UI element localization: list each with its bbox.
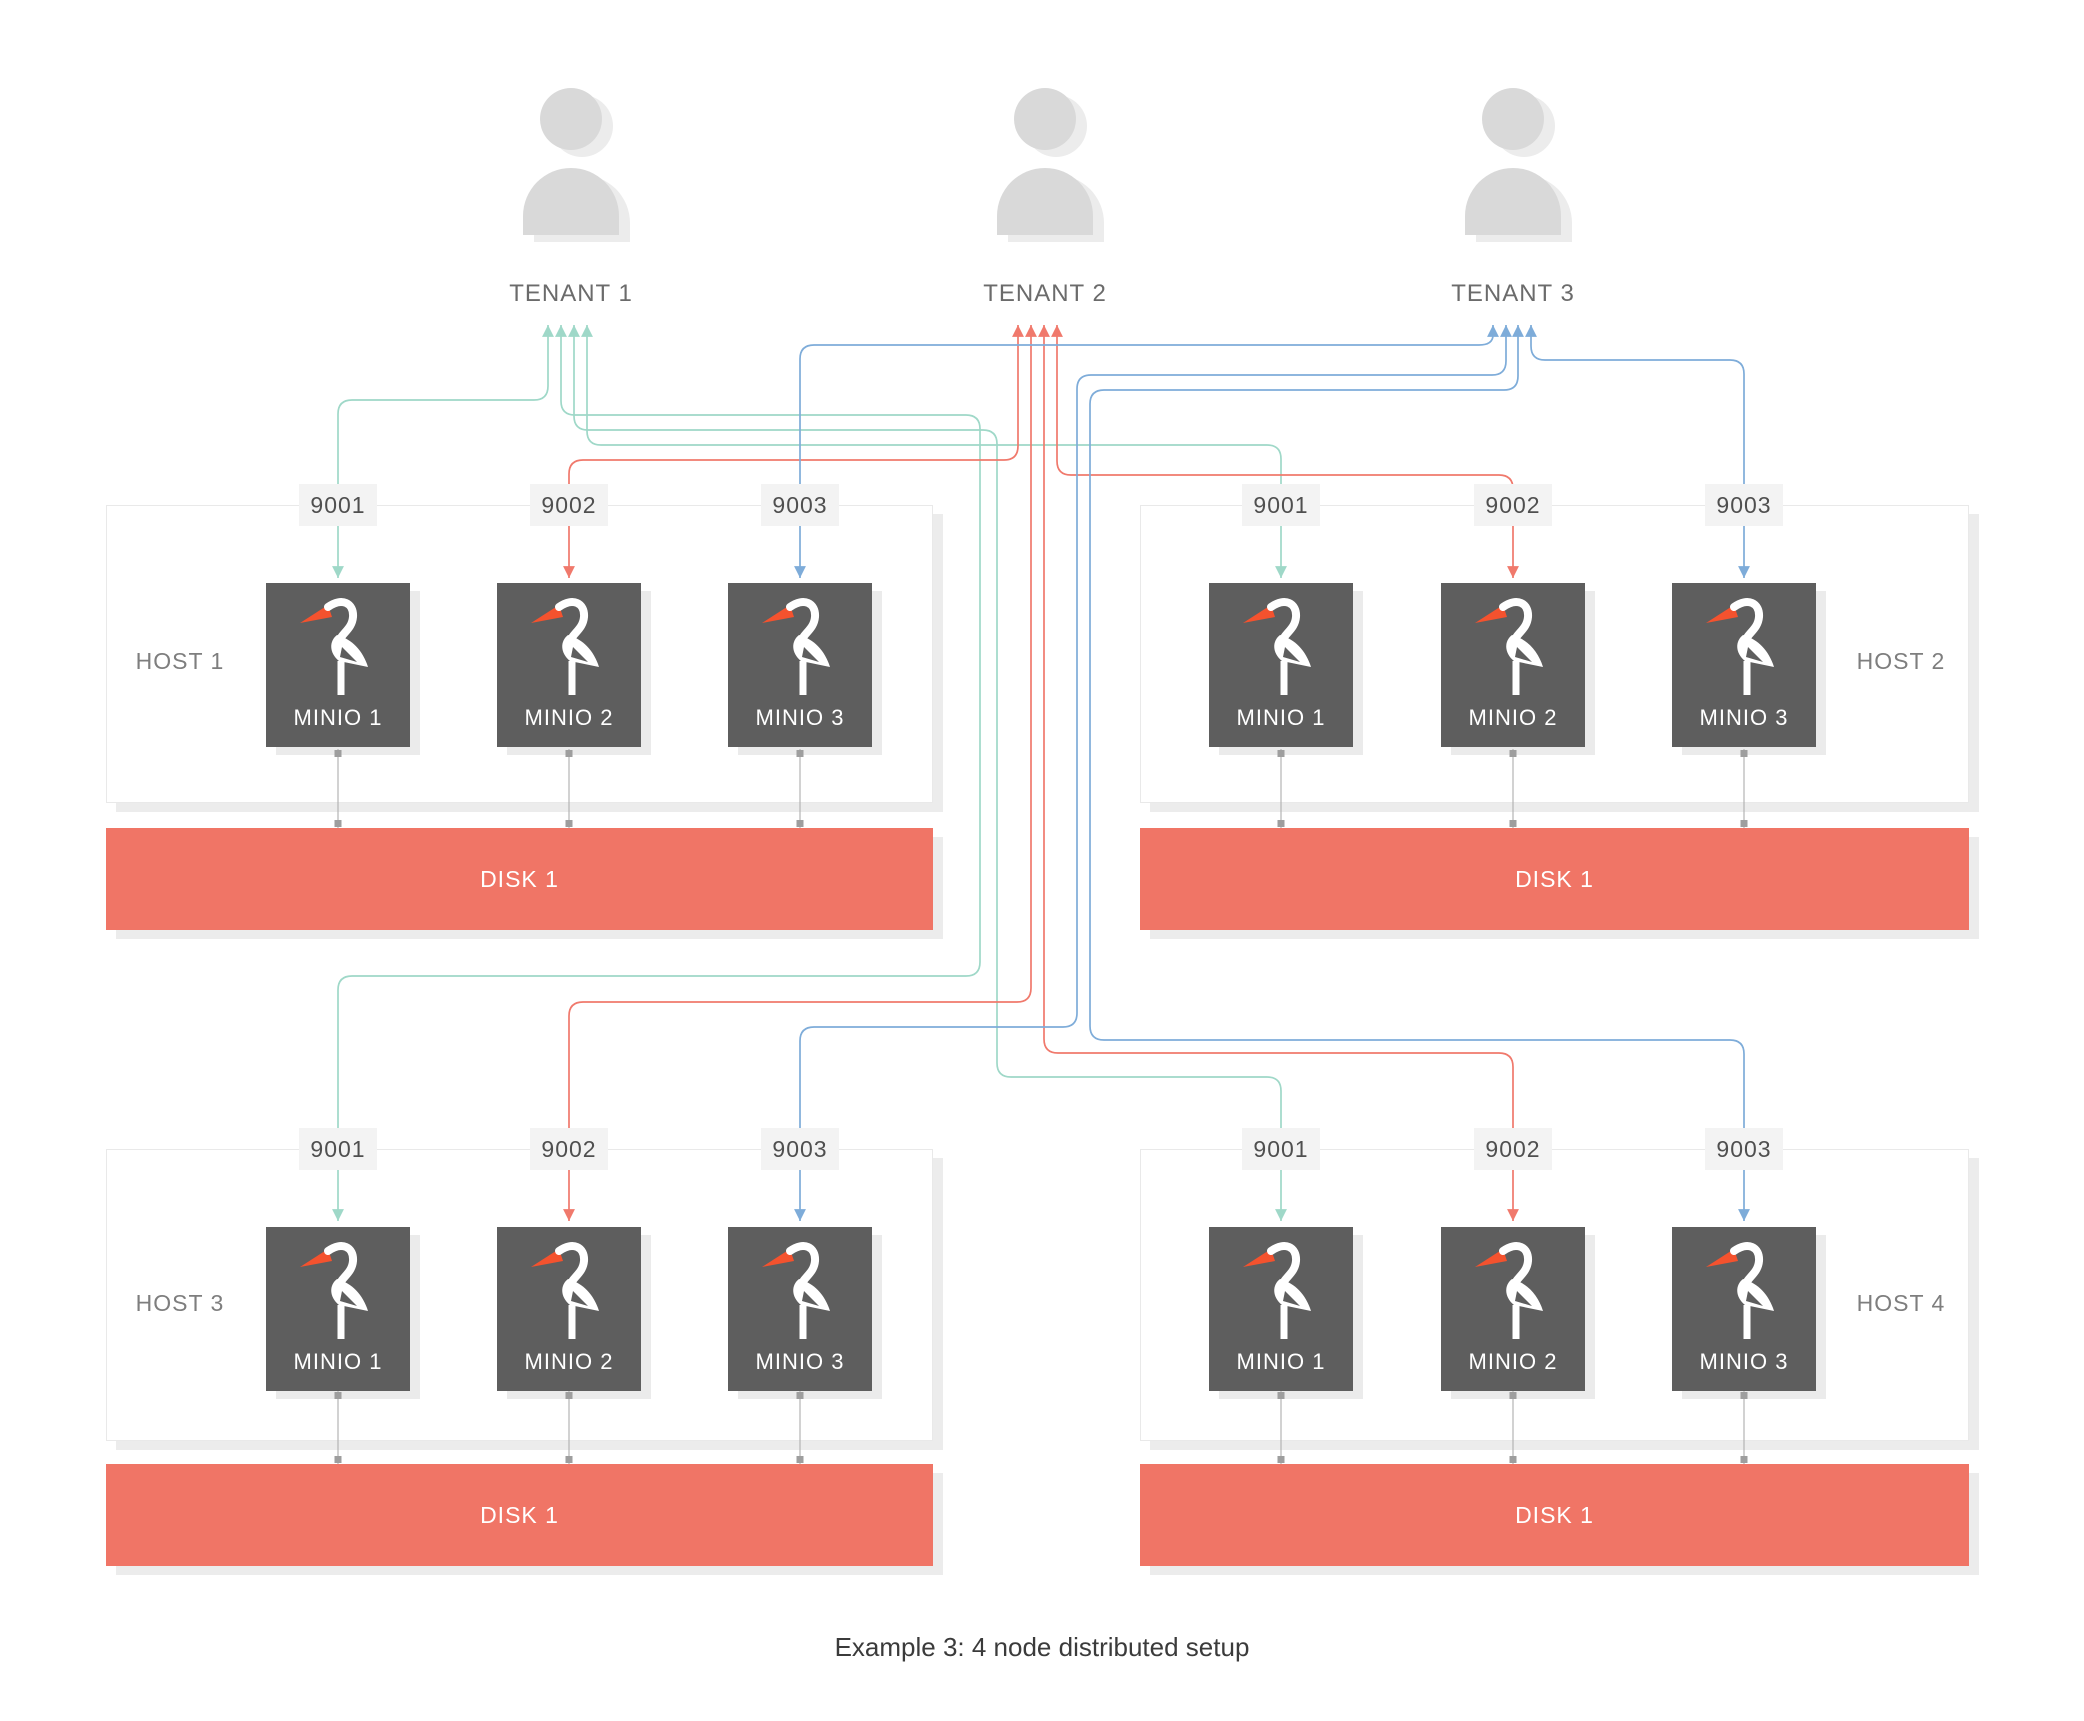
minio-bird-icon [1706,1242,1774,1339]
minio-node: MINIO 3 [1672,583,1816,747]
connector-endpoint-square [1277,1456,1285,1463]
minio-label: MINIO 3 [1699,1349,1789,1374]
minio-node: MINIO 1 [266,1227,410,1391]
port-badge: 9003 [1705,484,1783,526]
minio-node: MINIO 2 [1441,1227,1585,1391]
minio-bird-icon [1243,598,1311,695]
connector-endpoint-square [1740,1456,1748,1463]
caption: Example 3: 4 node distributed setup [834,1632,1250,1662]
minio-bird-icon [1706,598,1774,695]
minio-node: MINIO 3 [728,1227,872,1391]
disk-bar: DISK 1 [106,828,933,930]
port-badge: 9001 [1242,1128,1320,1170]
connector-endpoint-square [1509,820,1517,827]
minio-label: MINIO 1 [1236,705,1326,730]
host-label: HOST 2 [1856,648,1946,674]
connector-endpoint-square [334,1456,342,1463]
minio-node: MINIO 3 [728,583,872,747]
minio-bird-icon [531,598,599,695]
minio-label: MINIO 3 [1699,705,1789,730]
port-badge: 9002 [1474,1128,1552,1170]
port-badge: 9001 [1242,484,1320,526]
connector-endpoint-square [796,1456,804,1463]
tenant-label: TENANT 3 [1451,280,1575,307]
connector-endpoint-square [1277,820,1285,827]
disk-bar: DISK 1 [1140,1464,1969,1566]
port-badge: 9002 [530,484,608,526]
minio-bird-icon [1475,598,1543,695]
minio-label: MINIO 2 [1468,705,1558,730]
port-badge: 9003 [761,484,839,526]
minio-node: MINIO 2 [1441,583,1585,747]
connector-endpoint-square [565,1456,573,1463]
disk-label: DISK 1 [480,865,559,892]
connector-endpoint-square [1509,1456,1517,1463]
connector-endpoint-square [1740,820,1748,827]
connector-endpoint-square [565,820,573,827]
connector-endpoint-square [334,820,342,827]
minio-bird-icon [762,1242,830,1339]
minio-label: MINIO 3 [755,1349,845,1374]
host-label: HOST 1 [135,648,225,674]
minio-bird-icon [1243,1242,1311,1339]
host-label: HOST 3 [135,1290,225,1316]
port-badge: 9001 [299,1128,377,1170]
minio-bird-icon [1475,1242,1543,1339]
minio-bird-icon [300,598,368,695]
port-badge: 9002 [530,1128,608,1170]
person-icon [523,88,630,242]
disk-label: DISK 1 [1515,1501,1594,1528]
minio-node: MINIO 3 [1672,1227,1816,1391]
host-label: HOST 4 [1856,1290,1946,1316]
port-badge: 9001 [299,484,377,526]
minio-bird-icon [531,1242,599,1339]
minio-label: MINIO 1 [1236,1349,1326,1374]
disk-label: DISK 1 [480,1501,559,1528]
minio-label: MINIO 3 [755,705,845,730]
minio-node: MINIO 1 [1209,583,1353,747]
tenant-label: TENANT 1 [509,280,633,307]
minio-label: MINIO 1 [293,1349,383,1374]
minio-label: MINIO 2 [1468,1349,1558,1374]
port-badge: 9003 [761,1128,839,1170]
minio-node: MINIO 2 [497,583,641,747]
minio-node: MINIO 1 [266,583,410,747]
minio-bird-icon [300,1242,368,1339]
person-icon [1465,88,1572,242]
minio-node: MINIO 2 [497,1227,641,1391]
minio-bird-icon [762,598,830,695]
minio-label: MINIO 2 [524,705,614,730]
disk-bar: DISK 1 [1140,828,1969,930]
minio-label: MINIO 1 [293,705,383,730]
port-badge: 9003 [1705,1128,1783,1170]
connector-endpoint-square [796,820,804,827]
minio-label: MINIO 2 [524,1349,614,1374]
port-badge: 9002 [1474,484,1552,526]
tenant-label: TENANT 2 [983,280,1107,307]
person-icon [997,88,1104,242]
minio-node: MINIO 1 [1209,1227,1353,1391]
disk-bar: DISK 1 [106,1464,933,1566]
disk-label: DISK 1 [1515,865,1594,892]
